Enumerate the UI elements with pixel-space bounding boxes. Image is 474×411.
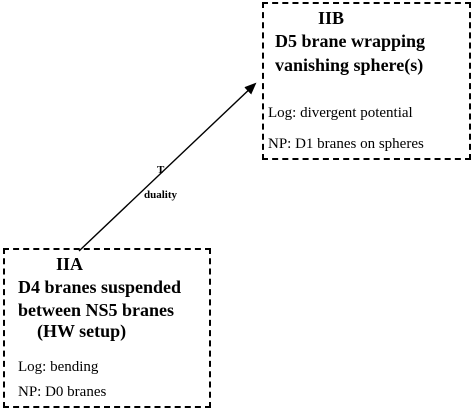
iib-np: NP: D1 branes on spheres bbox=[268, 136, 424, 152]
iib-line2: vanishing sphere(s) bbox=[275, 55, 424, 75]
iia-log: Log: bending bbox=[18, 359, 99, 375]
iib-log: Log: divergent potential bbox=[268, 105, 413, 121]
iia-line1: D4 branes suspended bbox=[18, 277, 182, 297]
iia-title: IIA bbox=[56, 254, 84, 274]
iib-title: IIB bbox=[318, 8, 345, 28]
iib-line1: D5 brane wrapping bbox=[275, 31, 426, 51]
iia-np: NP: D0 branes bbox=[18, 384, 107, 400]
arrow-label-duality: duality bbox=[144, 189, 178, 201]
iia-box bbox=[3, 248, 211, 408]
iia-line3: (HW setup) bbox=[37, 321, 127, 341]
arrow-line bbox=[78, 82, 257, 252]
iia-line2: between NS5 branes bbox=[18, 300, 174, 320]
arrow-label-t: T bbox=[157, 164, 165, 176]
iib-box bbox=[262, 2, 471, 160]
